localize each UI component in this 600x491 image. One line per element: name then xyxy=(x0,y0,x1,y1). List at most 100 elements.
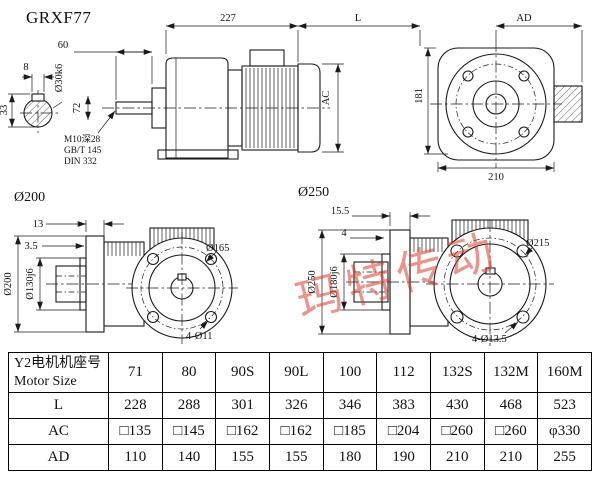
value-cell: 155 xyxy=(215,444,270,471)
size-col-header: 160M xyxy=(537,352,592,393)
fan-cowl xyxy=(297,63,321,153)
spec-table: Y2电机机座号 Motor Size 71 80 90S 90L 100 112… xyxy=(8,352,592,471)
bore-keyway-250 xyxy=(485,267,496,275)
dim-130j6: Ø130j6 xyxy=(25,268,36,300)
dim-key-height: 33 xyxy=(0,105,10,116)
dim-flange200-bc: Ø165 xyxy=(205,243,229,263)
dim-flange200-thickness: 13 3.5 xyxy=(24,219,124,252)
size-col-header: 132S xyxy=(429,352,485,393)
view-label-200: Ø200 xyxy=(14,190,45,205)
value-cell: 383 xyxy=(376,392,431,419)
dim-flange250-spigot: Ø180j6 xyxy=(329,253,382,311)
dim-key-width: 8 xyxy=(23,62,28,73)
value-cell: 288 xyxy=(161,392,217,419)
dim-250od: Ø250 xyxy=(307,270,318,293)
view-label-250: Ø250 xyxy=(298,185,329,200)
size-col-header: 112 xyxy=(376,352,431,393)
tap-note-gb: GB/T 145 xyxy=(64,146,102,156)
shaft-dia-label: Ø30k6 xyxy=(52,64,65,109)
dim-181-group: 181 xyxy=(414,47,448,155)
value-cell: 180 xyxy=(322,444,378,471)
dim-4: 4 xyxy=(341,228,347,239)
dim-L: L xyxy=(355,13,361,24)
dim-flange200-holes: 4-Ø11 xyxy=(186,320,212,342)
flange200-front-view xyxy=(126,227,238,344)
dim-shaft-dia: Ø30k6 xyxy=(54,64,65,93)
dim-AD-group: AD xyxy=(495,13,583,82)
dim-180j6: Ø180j6 xyxy=(329,266,340,298)
dim-15-5: 15.5 xyxy=(331,206,349,217)
row-label: AC xyxy=(8,418,109,445)
value-cell: □162 xyxy=(268,418,324,445)
flange250-side-view xyxy=(346,229,454,335)
value-cell: φ330 xyxy=(537,418,592,445)
dim-flange250-thickness: 15.5 4 xyxy=(331,206,430,241)
size-col-header: 90S xyxy=(215,352,270,393)
dim-4xO11: 4-Ø11 xyxy=(186,331,212,342)
value-cell: 210 xyxy=(483,444,539,471)
dim-flange250-holes: 4-Ø13.5 xyxy=(472,321,519,345)
dim-60: 60 xyxy=(58,40,69,51)
size-col-header: 80 xyxy=(161,352,217,393)
size-col-header: 100 xyxy=(322,352,378,393)
table-row-L: L 228 288 301 326 346 383 430 468 523 xyxy=(8,392,592,419)
shaft-section-view: 8 33 xyxy=(0,62,58,133)
dim-AC: AC xyxy=(321,91,332,106)
dim-227-L: 227 L xyxy=(165,13,421,62)
value-cell: □162 xyxy=(215,418,270,445)
dim-AD: AD xyxy=(516,13,532,24)
value-cell: □135 xyxy=(108,418,163,445)
table-row-AC: AC □135 □145 □162 □162 □185 □204 □260 □2… xyxy=(8,418,592,445)
dim-flange250-od: Ø250 xyxy=(307,229,390,335)
header-motor-size-cell: Y2电机机座号 Motor Size xyxy=(8,352,109,393)
size-col-header: 71 xyxy=(108,352,163,393)
shaft-key xyxy=(31,93,45,102)
size-col-header: 132M xyxy=(483,352,539,393)
dim-215: Ø215 xyxy=(526,238,549,249)
value-cell: 301 xyxy=(215,392,270,419)
table-row-AD: AD 110 140 155 155 180 190 210 210 255 xyxy=(8,444,592,471)
value-cell: 155 xyxy=(268,444,324,471)
dim-13: 13 xyxy=(33,219,44,230)
value-cell: 255 xyxy=(537,444,592,471)
gearbox-foot xyxy=(157,149,239,160)
dim-flange200-spigot: Ø130j6 xyxy=(25,257,80,311)
page-title: GRXF77 xyxy=(26,8,92,27)
technical-drawing: 8 33 Ø30k6 xyxy=(0,13,583,346)
dim-210-group: 210 xyxy=(437,162,555,183)
dim-3-5: 3.5 xyxy=(24,241,37,252)
shaft-tap-note: M10深28 GB/T 145 DIN 332 xyxy=(64,110,116,167)
dim-flange200-od: Ø200 xyxy=(3,235,86,333)
value-cell: □260 xyxy=(429,418,485,445)
gearbox-housing xyxy=(165,57,229,159)
table-header-row: Y2电机机座号 Motor Size 71 80 90S 90L 100 112… xyxy=(8,352,592,393)
dim-165: Ø165 xyxy=(206,243,229,254)
dim-72-group: 72 xyxy=(72,96,91,120)
value-cell: 346 xyxy=(322,392,378,419)
size-col-header: 90L xyxy=(268,352,324,393)
row-label: AD xyxy=(8,444,109,471)
value-cell: 110 xyxy=(108,444,163,471)
value-cell: 523 xyxy=(537,392,592,419)
dim-210: 210 xyxy=(488,172,504,183)
flange250-front-view xyxy=(426,219,554,346)
value-cell: 430 xyxy=(429,392,485,419)
value-cell: □260 xyxy=(483,418,539,445)
flange250-hub xyxy=(353,261,389,303)
dim-flange250-bc: Ø215 xyxy=(524,238,549,256)
value-cell: □145 xyxy=(161,418,217,445)
value-cell: 468 xyxy=(483,392,539,419)
header-motor-size-zh: Y2电机机座号 xyxy=(14,356,102,371)
shaft-section-circle xyxy=(23,98,53,128)
flange200-side-view xyxy=(46,235,150,333)
dim-72: 72 xyxy=(72,103,83,114)
tap-note-din: DIN 332 xyxy=(64,157,97,167)
dim-181: 181 xyxy=(414,88,425,104)
row-label: L xyxy=(8,392,109,419)
dim-227: 227 xyxy=(220,13,236,24)
value-cell: 326 xyxy=(268,392,324,419)
terminal-box-section xyxy=(553,85,583,123)
terminal-box xyxy=(249,49,285,67)
dim-shaft-length: 60 xyxy=(58,40,153,100)
dim-AC-group: AC xyxy=(321,63,344,153)
